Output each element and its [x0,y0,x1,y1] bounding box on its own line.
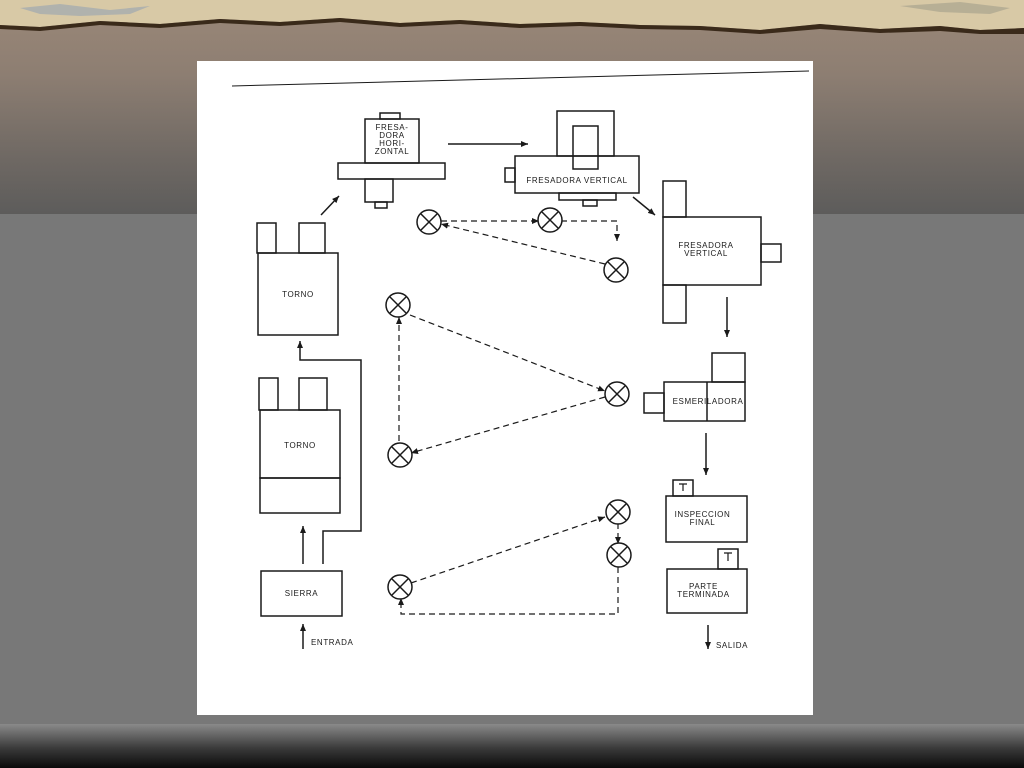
label-sierra: SIERRA [284,589,319,598]
label-fresadora-vertical-top: FRESADORA VERTICAL [526,176,628,185]
label-inspeccion-final: INSPECCION FINAL [674,510,731,527]
inspeccion-final-station [665,479,748,543]
top-rule-line [231,70,810,87]
fresadora-vertical-top-machine [504,110,640,207]
label-torno-bottom: TORNO [284,441,316,450]
operator-marker [603,257,629,283]
torn-paper-banner [0,0,1024,34]
operator-marker [387,574,413,600]
operator-marker [387,442,413,468]
fresadora-vertical-right-machine [662,180,782,324]
label-torno-top: TORNO [282,290,314,299]
material-flow-arrows [297,141,730,649]
sierra-machine [260,570,343,617]
plant-layout-diagram [231,70,810,649]
label-parte-terminada: PARTE TERMINADA [677,582,730,599]
label-entrada: ENTRADA [311,638,354,647]
label-fresadora-vertical-right: FRESADORA VERTICAL [678,241,734,258]
slide-bottom-gradient [0,724,1024,768]
operator-marker [385,292,411,318]
operator-marker [604,381,630,407]
diagram-sheet: FRESA- DORA HORI- ZONTAL FRESADORA VERTI… [197,61,813,715]
label-esmeriladora: ESMERILADORA [672,397,744,406]
operator-marker [416,209,442,235]
label-fresadora-horizontal: FRESA- DORA HORI- ZONTAL [374,123,410,156]
operator-marker [606,542,632,568]
operator-marker [537,207,563,233]
operator-marker [605,499,631,525]
torno-bottom-machine [258,377,341,514]
parte-terminada-station [666,548,748,614]
torno-top-machine [256,222,339,336]
operator-paths [396,218,621,615]
fresadora-horizontal-machine [337,112,446,209]
esmeriladora-machine [643,352,746,422]
operator-markers [385,207,632,600]
label-salida: SALIDA [716,641,749,650]
